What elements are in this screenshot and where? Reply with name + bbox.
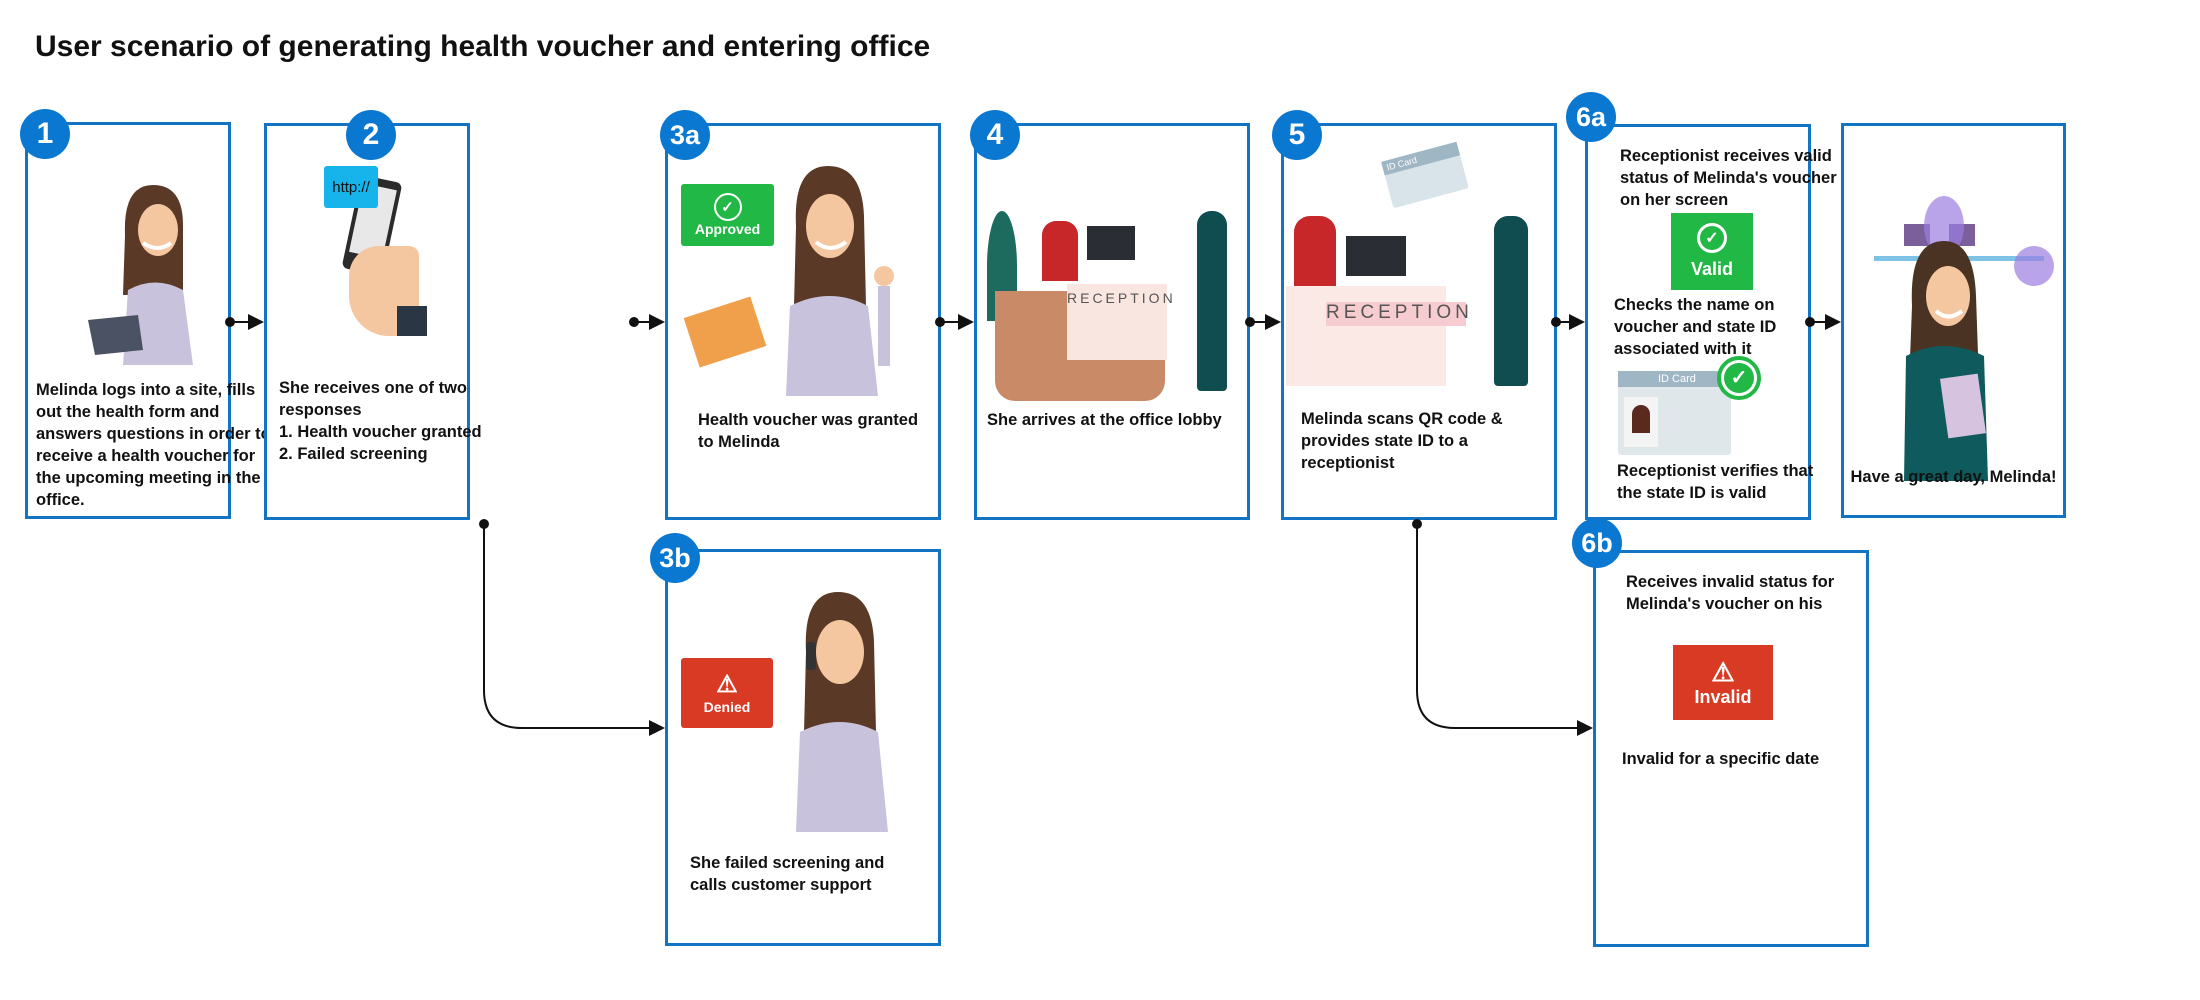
warning-icon: ⚠ [716, 671, 738, 698]
check-circle-icon: ✓ [713, 193, 742, 221]
arrow-5-6b [1416, 522, 1593, 736]
denied-label: Denied [703, 699, 751, 715]
monitor-illustration [1087, 226, 1135, 260]
diagram-title: User scenario of generating health vouch… [35, 30, 931, 63]
url-bubble: http:// [324, 166, 378, 208]
step-4-card: RECEPTION She arrives at the office lobb… [974, 123, 1250, 520]
step-4-badge: 4 [970, 110, 1020, 160]
step-5-card: RECEPTION ID Card Melinda scans QR code … [1281, 123, 1557, 520]
step-5-description: Melinda scans QR code &provides state ID… [1301, 410, 1503, 472]
denied-status: ⚠ Denied [681, 658, 773, 728]
qr-envelope-illustration [683, 296, 767, 368]
warning-icon: ⚠ [1711, 657, 1735, 687]
step-5-badge: 5 [1272, 110, 1322, 160]
monitor-illustration [1346, 236, 1406, 276]
approved-label: Approved [694, 221, 761, 237]
invalid-label: Invalid [1694, 687, 1752, 707]
reception-desk-illustration [1286, 286, 1446, 386]
step-3a-badge: 3a [660, 110, 710, 160]
invalid-status: ⚠ Invalid [1673, 645, 1773, 720]
arrow-2-3b [483, 522, 665, 736]
step-1-badge: 1 [20, 109, 70, 159]
check-circle-icon: ✓ [1717, 356, 1761, 400]
reception-sign: RECEPTION [1067, 284, 1173, 360]
visitor-illustration [1197, 211, 1227, 391]
woman-with-laptop-illustration [88, 185, 193, 365]
receptionist-illustration [1042, 221, 1078, 281]
check-circle-icon: ✓ [1697, 223, 1727, 253]
businesswoman-illustration [1904, 241, 1988, 481]
step-6b-badge: 6b [1572, 518, 1622, 568]
woman-on-phone-illustration [796, 592, 888, 832]
final-message: Have a great day, Melinda! [1850, 468, 2057, 486]
receptionist-illustration [1294, 216, 1336, 286]
approved-status: ✓ Approved [681, 184, 774, 246]
id-card-illustration: ID Card [1618, 371, 1731, 455]
step-6a-badge: 6a [1566, 92, 1616, 142]
valid-label: Valid [1690, 259, 1734, 279]
step-4-description: She arrives at the office lobby [987, 411, 1222, 429]
sleeve-illustration [397, 306, 427, 336]
visitor-illustration [1494, 216, 1528, 386]
valid-status: ✓ Valid [1671, 213, 1753, 290]
reception-sign: RECEPTION [1326, 302, 1469, 326]
step-2-badge: 2 [346, 110, 396, 160]
final-card: Have a great day, Melinda! [1841, 123, 2066, 518]
step-3b-badge: 3b [650, 533, 700, 583]
invalid-reason: Invalid for a specific date [1622, 750, 1820, 768]
woman-thumbs-up-illustration [786, 166, 894, 396]
id-card-illustration: ID Card [1381, 141, 1469, 209]
